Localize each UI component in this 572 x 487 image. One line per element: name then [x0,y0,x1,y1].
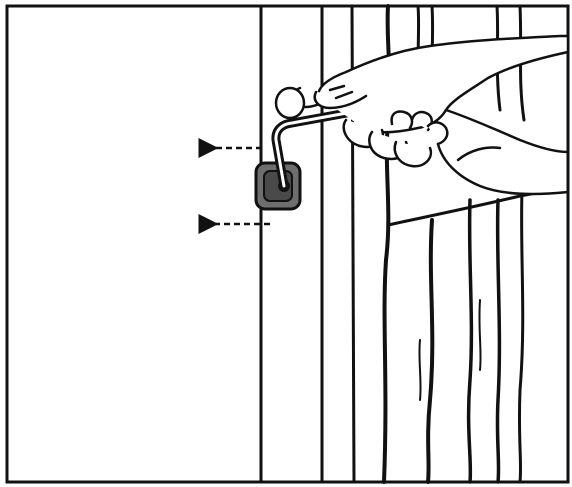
frame-border [5,4,570,484]
hex-key-icon [271,91,445,191]
hand-icon [274,34,570,196]
